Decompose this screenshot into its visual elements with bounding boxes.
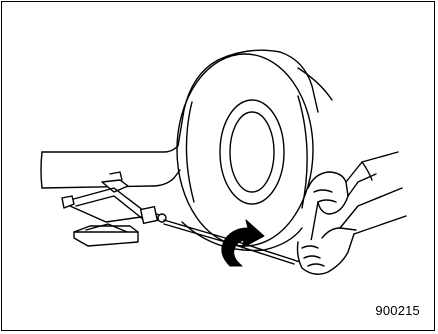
lower-hand-icon (298, 188, 407, 274)
scissor-jack-icon (62, 172, 166, 246)
car-body-outline (41, 50, 332, 188)
figure-reference-code: 900215 (375, 303, 420, 318)
rotation-arrow-icon (222, 220, 264, 266)
wheel-rim (220, 100, 284, 204)
figure-frame: 900215 (1, 1, 435, 331)
tire-icon (177, 54, 313, 250)
upper-hand-icon (308, 152, 398, 214)
jack-handle-illustration (2, 2, 436, 332)
